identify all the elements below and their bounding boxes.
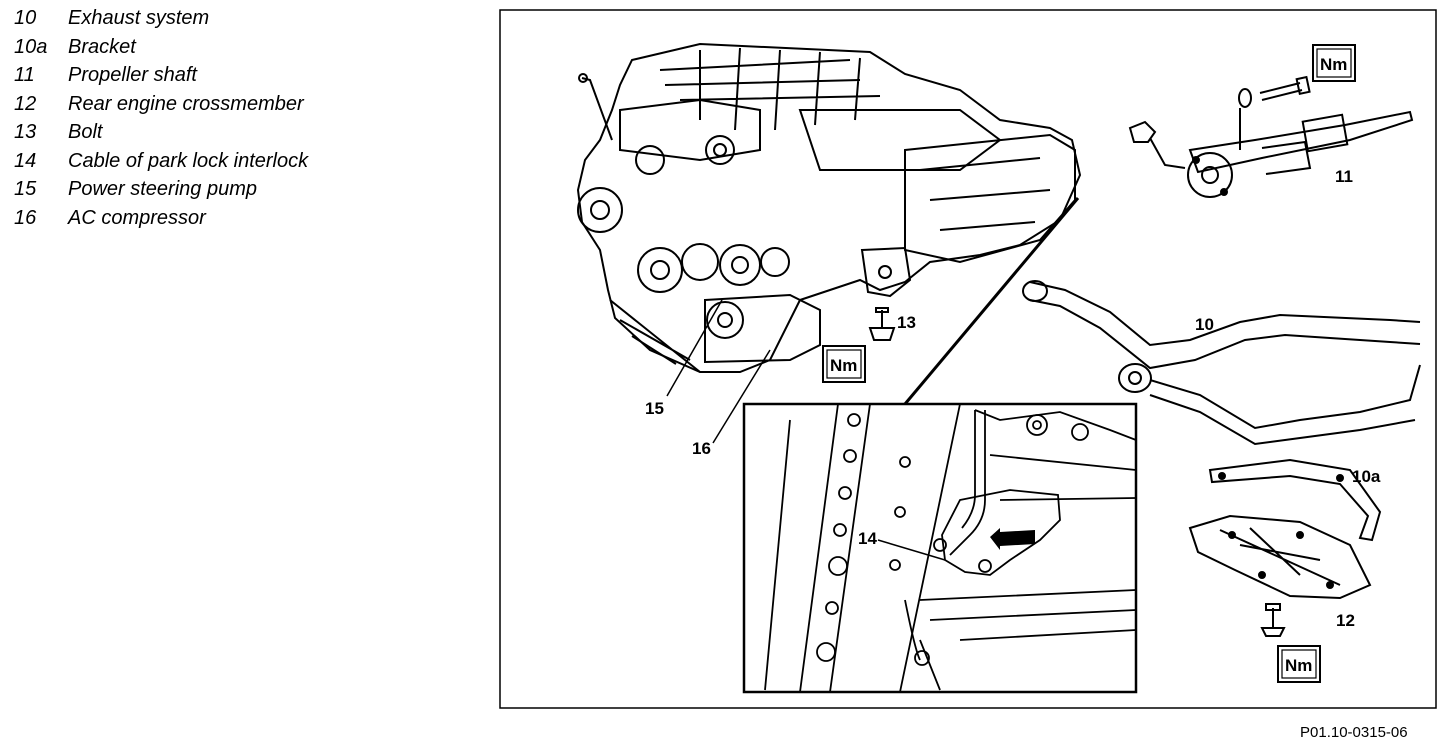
legend-text: AC compressor [68, 206, 206, 229]
bracket [1208, 458, 1382, 542]
callout-10: 10 [1195, 315, 1214, 334]
legend-row: 10 Exhaust system [14, 4, 308, 33]
legend-text: Bolt [68, 121, 103, 143]
callout-15: 15 [645, 399, 664, 418]
legend-row: 11 Propeller shaft [14, 61, 308, 90]
rear-engine-crossmember [1188, 514, 1372, 637]
legend-text: Power steering pump [68, 178, 257, 200]
detail-inset [742, 402, 1138, 694]
legend-number: 16 [14, 206, 37, 229]
callout-11: 11 [1335, 167, 1353, 186]
arrow-icon [990, 528, 1035, 550]
torque-badge: Nm [822, 345, 866, 383]
legend: 10 Exhaust system 10a Bracket 11 Propeller … [14, 4, 308, 232]
callout-13: 13 [897, 313, 916, 332]
inset-leader-line [903, 197, 1080, 405]
torque-badge: Nm [1277, 645, 1321, 683]
torque-label: Nm [1320, 55, 1347, 74]
legend-text: Exhaust system [68, 7, 210, 29]
legend-number: 14 [14, 149, 37, 172]
legend-text: Cable of park lock interlock [68, 149, 309, 172]
callout-14: 14 [858, 529, 877, 548]
legend-text: Propeller shaft [68, 64, 197, 86]
legend-number: 10 [14, 7, 37, 29]
engine-assembly [576, 42, 1082, 373]
propeller-shaft [1128, 75, 1414, 198]
torque-label: Nm [830, 356, 857, 375]
legend-number: 10a [14, 35, 48, 58]
legend-number: 15 [14, 178, 37, 200]
legend-number: 13 [14, 121, 37, 143]
callout-10a: 10a [1352, 467, 1381, 486]
legend-row: 13 Bolt [14, 118, 308, 147]
callout-leaders [666, 299, 946, 561]
legend-number: 11 [14, 64, 35, 86]
legend-row: 15 Power steering pump [14, 175, 308, 204]
callout-16: 16 [692, 439, 711, 458]
legend-row: 10a Bracket [14, 33, 308, 62]
legend-text: Bracket [68, 35, 136, 58]
figure-code: P01.10-0315-06 [1300, 724, 1408, 741]
torque-badge: Nm [1312, 44, 1356, 82]
diagram-frame [499, 9, 1437, 709]
legend-row: 12 Rear engine crossmember [14, 90, 308, 119]
exhaust-system [1022, 280, 1421, 446]
callout-12: 12 [1336, 611, 1355, 630]
torque-label: Nm [1285, 656, 1312, 675]
legend-number: 12 [14, 92, 37, 115]
legend-text: Rear engine crossmember [68, 92, 304, 115]
legend-row: 14 Cable of park lock interlock [14, 147, 308, 176]
legend-row: 16 AC compressor [14, 204, 308, 233]
bolt [868, 307, 896, 341]
